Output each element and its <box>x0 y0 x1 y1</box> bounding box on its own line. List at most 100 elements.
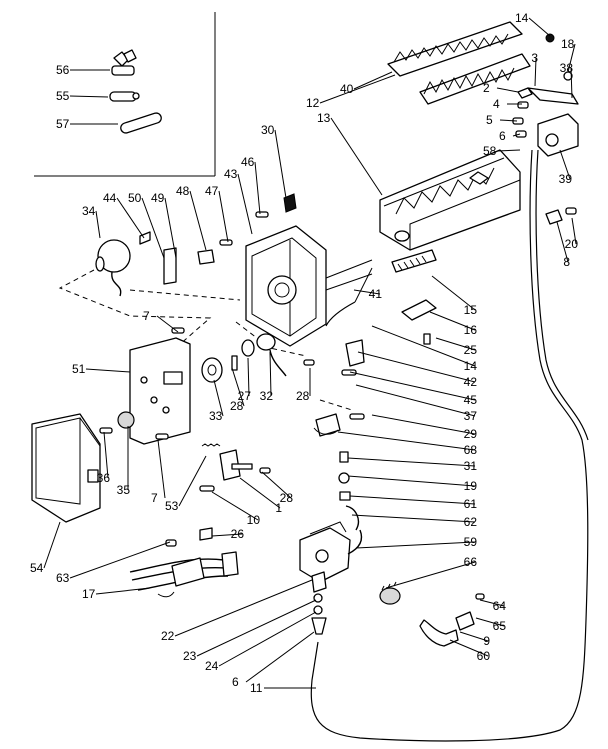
callout-label-c68: 68 <box>464 443 478 457</box>
leader-line-c46 <box>254 161 261 215</box>
callout-label-c31: 31 <box>464 459 478 473</box>
callout-label-c63: 63 <box>56 571 70 585</box>
water-valve <box>299 521 363 635</box>
leader-line-c15 <box>431 275 476 311</box>
leader-line-c47 <box>218 190 229 243</box>
leader-line-c8 <box>556 221 569 263</box>
leader-line-c41 <box>353 289 381 295</box>
callout-label-c11: 11 <box>250 681 263 695</box>
leader-line-c38 <box>570 67 573 99</box>
callout-label-c16: 16 <box>464 323 478 337</box>
callout-label-c6a: 6 <box>499 129 506 143</box>
callout-label-c17: 17 <box>82 587 96 601</box>
callout-label-c8: 8 <box>563 255 570 269</box>
leader-line-c19 <box>347 475 476 487</box>
callout-label-c28c: 28 <box>280 491 294 505</box>
callout-label-c45: 45 <box>464 393 478 407</box>
callout-label-c35: 35 <box>117 483 131 497</box>
leader-line-c6b <box>245 631 315 683</box>
leader-line-c45 <box>349 371 476 401</box>
leader-line-c10 <box>211 491 259 521</box>
callout-label-c49: 49 <box>151 191 165 205</box>
inset-valve-parts <box>109 49 162 134</box>
callout-label-c50: 50 <box>128 191 142 205</box>
callout-label-c30: 30 <box>261 123 275 137</box>
callout-label-c44: 44 <box>103 191 117 205</box>
callout-label-c39: 39 <box>559 172 573 186</box>
leader-line-c28c <box>261 471 292 499</box>
callout-label-c33: 33 <box>209 409 223 423</box>
leader-line-c20 <box>571 217 577 245</box>
leader-line-c9 <box>459 631 489 642</box>
leader-line-c59 <box>355 541 476 549</box>
callout-label-c43: 43 <box>224 167 238 181</box>
leader-line-c23 <box>196 599 317 657</box>
callout-label-c32: 32 <box>260 389 274 403</box>
valve-hardware-stack <box>313 339 365 531</box>
callout-label-c48: 48 <box>176 184 190 198</box>
callout-label-c65: 65 <box>493 619 507 633</box>
callout-label-c9: 9 <box>483 634 490 648</box>
grommet <box>379 581 401 605</box>
leader-line-c7a <box>156 315 179 333</box>
callout-label-c37: 37 <box>464 409 478 423</box>
stripper-and-ejector <box>387 21 531 105</box>
leader-line-c13 <box>330 117 383 196</box>
leader-line-c1 <box>239 477 281 509</box>
leader-line-c5 <box>499 119 518 122</box>
callout-label-c2: 2 <box>483 81 490 95</box>
drive-motor <box>95 231 233 297</box>
leader-line-c37 <box>355 384 476 417</box>
inset-frame <box>34 12 216 177</box>
callout-label-c18: 18 <box>561 37 575 51</box>
leader-line-c54 <box>43 521 61 569</box>
callout-label-c22: 22 <box>161 629 175 643</box>
callout-label-c46: 46 <box>241 155 255 169</box>
mounting-plate <box>129 327 191 445</box>
callout-label-c42: 42 <box>464 375 478 389</box>
leader-line-c29 <box>371 414 476 435</box>
callout-label-c7b: 7 <box>151 491 158 505</box>
leader-line-c3 <box>534 57 537 87</box>
callout-label-c14a: 14 <box>515 11 529 25</box>
front-cover <box>31 413 101 523</box>
callout-leader-lines <box>43 17 577 689</box>
callout-label-c4: 4 <box>493 97 500 111</box>
leader-line-c40 <box>353 71 393 90</box>
leader-line-c22 <box>174 579 313 637</box>
callout-label-c66: 66 <box>464 555 478 569</box>
callout-label-c47: 47 <box>205 184 219 198</box>
callout-label-c25: 25 <box>464 343 478 357</box>
callout-label-c10: 10 <box>247 513 261 527</box>
leader-line-c6a <box>512 133 521 137</box>
callout-label-c13: 13 <box>317 111 331 125</box>
leader-line-c28a <box>231 367 245 407</box>
callout-label-c53: 53 <box>165 499 179 513</box>
leader-line-c39 <box>559 149 571 180</box>
callout-label-c38: 38 <box>560 61 574 75</box>
callout-label-c28b: 28 <box>296 389 310 403</box>
thermostat-bracket <box>512 33 579 225</box>
callout-label-c51: 51 <box>72 362 86 376</box>
callout-label-c40: 40 <box>340 82 354 96</box>
leader-line-c43 <box>237 173 253 235</box>
callout-label-c1: 1 <box>275 501 282 515</box>
callout-label-c3: 3 <box>531 51 538 65</box>
leader-line-c30 <box>274 129 287 199</box>
leader-line-c50 <box>141 197 165 259</box>
shutoff-switch <box>199 443 271 492</box>
callout-label-c29: 29 <box>464 427 478 441</box>
callout-label-c34: 34 <box>82 204 96 218</box>
leader-line-c14b <box>371 325 476 367</box>
ice-mold <box>379 149 521 251</box>
callout-label-c57: 57 <box>56 117 70 131</box>
water-fill-tube <box>310 149 589 742</box>
callout-label-c26: 26 <box>231 527 245 541</box>
callout-label-c19: 19 <box>464 479 478 493</box>
leader-line-c63 <box>69 541 171 579</box>
callout-label-c15: 15 <box>464 303 478 317</box>
callout-label-c41: 41 <box>369 287 383 301</box>
callout-label-c59: 59 <box>464 535 478 549</box>
leader-line-c27 <box>247 357 250 397</box>
